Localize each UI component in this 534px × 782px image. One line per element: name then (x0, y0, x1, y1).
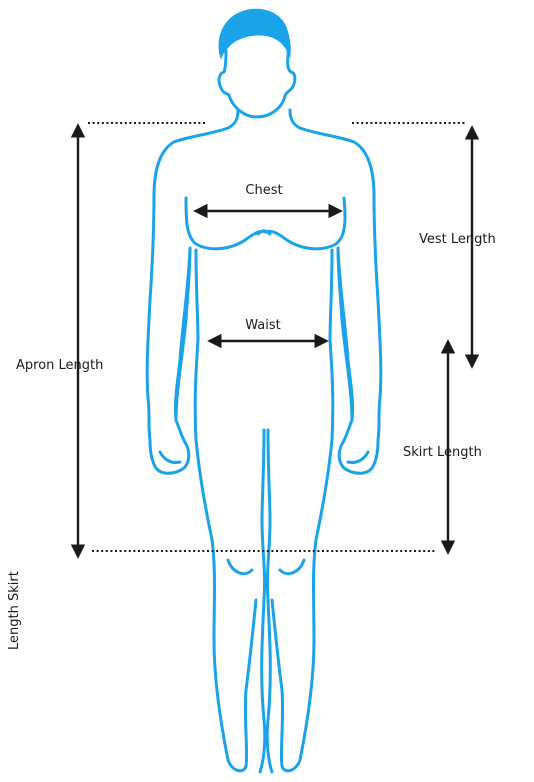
human-figure (147, 9, 381, 772)
skirt-length-label: Skirt Length (403, 445, 482, 460)
hand-left-fingers (160, 452, 180, 463)
knee-right (280, 560, 304, 574)
chest-label: Chest (245, 183, 282, 198)
inner-leg-left (260, 430, 265, 772)
hand-right-fingers (348, 452, 368, 463)
body-left-outline (147, 110, 238, 473)
knee-left (228, 560, 252, 574)
length-skirt-vertical-label: Length Skirt (7, 571, 22, 650)
body-right-outline (290, 110, 381, 473)
vest-length-label: Vest Length (419, 232, 496, 247)
apron-length-label: Apron Length (16, 358, 103, 373)
torso-right (272, 250, 333, 771)
chest-outline (186, 198, 345, 249)
inner-arm-right (338, 250, 353, 420)
inner-arm-left (175, 250, 190, 420)
waist-label: Waist (245, 318, 280, 333)
chest-center (258, 231, 270, 234)
